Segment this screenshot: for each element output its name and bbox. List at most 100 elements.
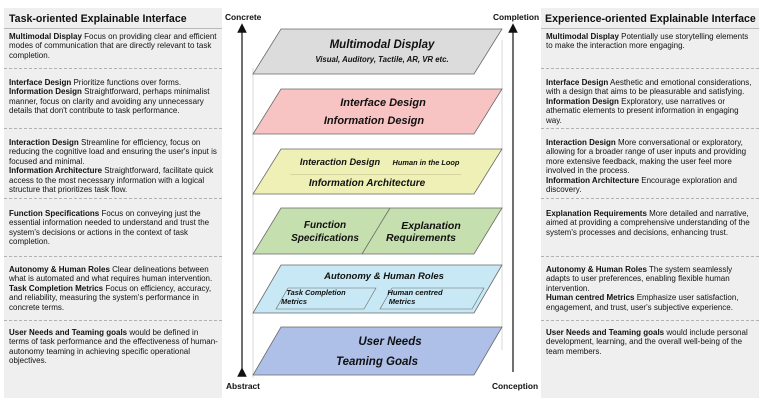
layer-interaction-shape	[252, 148, 503, 195]
description-paragraph: Interface Design Aesthetic and emotional…	[546, 78, 756, 97]
task-oriented-panel: Task-oriented Explainable Interface Mult…	[4, 8, 222, 398]
description-paragraph: Multimodal Display Potentially use story…	[546, 32, 756, 51]
conception-label: Conception	[492, 381, 539, 391]
description-paragraph: Explanation Requirements More detailed a…	[546, 209, 756, 237]
right-section-3: Interaction Design More conversational o…	[546, 138, 756, 194]
layer-function-label: Explanation	[401, 220, 461, 232]
description-term: Function Specifications	[9, 209, 100, 218]
description-term: Information Design	[546, 96, 619, 106]
section-separator	[4, 128, 222, 129]
section-separator	[541, 256, 759, 257]
layer-function-label: Specifications	[291, 233, 359, 244]
right-section-4: Explanation Requirements More detailed a…	[546, 209, 756, 237]
description-term: User Needs and Teaming goals	[9, 328, 128, 337]
description-paragraph: Information Architecture Straightforward…	[9, 166, 219, 194]
description-text: Aesthetic and emotional considerations, …	[546, 78, 752, 97]
description-paragraph: User Needs and Teaming goals would inclu…	[546, 328, 756, 356]
right-section-6: User Needs and Teaming goals would inclu…	[546, 328, 756, 356]
description-text: Straightforward, facilitate quick access…	[9, 166, 214, 195]
layer-interface-label: Interface Design	[340, 97, 426, 109]
layer-divider	[361, 207, 391, 255]
section-separator	[4, 198, 222, 199]
description-term: Interface Design	[546, 78, 609, 87]
description-term: Interaction Design	[546, 138, 616, 147]
section-separator	[4, 320, 222, 321]
layer-multimodal-label: Visual, Auditory, Tactile, AR, VR etc.	[315, 55, 448, 64]
task-oriented-title: Task-oriented Explainable Interface	[4, 8, 222, 29]
description-paragraph: Human centred Metrics Emphasize user sat…	[546, 293, 756, 312]
layer-interface-shape	[252, 88, 503, 135]
description-paragraph: Task Completion Metrics Focus on efficie…	[9, 284, 219, 312]
layer-function-label: Function	[304, 220, 346, 231]
layer-autonomy-label: Metrics	[389, 297, 416, 306]
layer-autonomy-label: Autonomy & Human Roles	[323, 271, 444, 282]
description-paragraph: Interface Design Prioritize functions ov…	[9, 78, 219, 87]
left-section-5: Autonomy & Human Roles Clear delineation…	[9, 265, 219, 312]
description-term: Multimodal Display	[9, 32, 82, 41]
layer-interface-label: Information Design	[324, 115, 425, 127]
layer-function-label: Requirements	[386, 232, 456, 244]
description-text: Encourage exploration and discovery.	[546, 175, 737, 195]
description-text: The system seamlessly adapts to user pre…	[546, 265, 733, 293]
description-text: would be defined in terms of task perfor…	[9, 328, 218, 366]
description-text: Streamline for efficiency, focus on redu…	[9, 138, 217, 166]
description-text: More conversational or exploratory, allo…	[546, 138, 747, 176]
description-text: Emphasize user satisfaction, engagement,…	[546, 293, 739, 312]
right-section-2: Interface Design Aesthetic and emotional…	[546, 78, 756, 125]
right-section-1: Multimodal Display Potentially use story…	[546, 32, 756, 51]
left-section-1: Multimodal Display Focus on providing cl…	[9, 32, 219, 60]
description-paragraph: Multimodal Display Focus on providing cl…	[9, 32, 219, 60]
left-section-4: Function Specifications Focus on conveyi…	[9, 209, 219, 247]
description-text: Exploratory, use narratives or athematic…	[546, 96, 739, 125]
layer-userneeds-shape	[252, 326, 503, 376]
description-term: Interface Design	[9, 78, 72, 87]
description-text: Potentially use storytelling elements to…	[546, 32, 749, 51]
description-text: Focus on providing clear and efficient m…	[9, 32, 217, 60]
experience-oriented-title: Experience-oriented Explainable Interfac…	[541, 8, 759, 29]
completion-label: Completion	[493, 12, 540, 22]
description-paragraph: User Needs and Teaming goals would be de…	[9, 328, 219, 366]
description-paragraph: Information Design Exploratory, use narr…	[546, 97, 756, 125]
vertical-guides	[252, 40, 503, 378]
left-section-6: User Needs and Teaming goals would be de…	[9, 328, 219, 366]
description-text: would include personal development, lear…	[546, 328, 748, 356]
layer-multimodal-shape	[252, 28, 503, 75]
description-text: Clear delineations between what is autom…	[9, 265, 213, 284]
layer-userneeds-label: Teaming Goals	[336, 356, 418, 368]
section-separator	[541, 128, 759, 129]
layer-autonomy-label: Metrics	[281, 297, 307, 306]
section-separator	[4, 256, 222, 257]
description-paragraph: Interaction Design Streamline for effici…	[9, 138, 219, 166]
description-term: User Needs and Teaming goals	[546, 328, 665, 337]
description-paragraph: Interaction Design More conversational o…	[546, 138, 756, 176]
layer-interaction-label: Information Architecture	[309, 178, 426, 189]
description-paragraph: Autonomy & Human Roles The system seamle…	[546, 265, 756, 293]
description-text: Prioritize functions over forms.	[71, 78, 182, 87]
layer-interaction-label: Human in the Loop	[393, 158, 460, 167]
right-section-5: Autonomy & Human Roles The system seamle…	[546, 265, 756, 312]
description-text: Straightforward, perhaps minimalist mann…	[9, 87, 210, 116]
task-completion-metrics-box	[275, 287, 377, 310]
description-term: Human centred Metrics	[546, 293, 635, 303]
description-text: More detailed and narrative, aimed at pr…	[546, 209, 750, 237]
layer-autonomy-label: Human centred	[387, 288, 443, 297]
description-term: Task Completion Metrics	[9, 283, 104, 293]
description-paragraph: Information Architecture Encourage explo…	[546, 176, 756, 195]
abstract-label: Abstract	[226, 381, 260, 391]
description-term: Multimodal Display	[546, 32, 619, 41]
layer-function-shape	[252, 207, 503, 255]
description-term: Information Architecture	[546, 175, 640, 185]
layer-autonomy-label: Task Completion	[286, 288, 346, 297]
left-section-3: Interaction Design Streamline for effici…	[9, 138, 219, 194]
section-separator	[541, 198, 759, 199]
description-paragraph: Function Specifications Focus on conveyi…	[9, 209, 219, 247]
layer-multimodal-label: Multimodal Display	[330, 39, 435, 51]
